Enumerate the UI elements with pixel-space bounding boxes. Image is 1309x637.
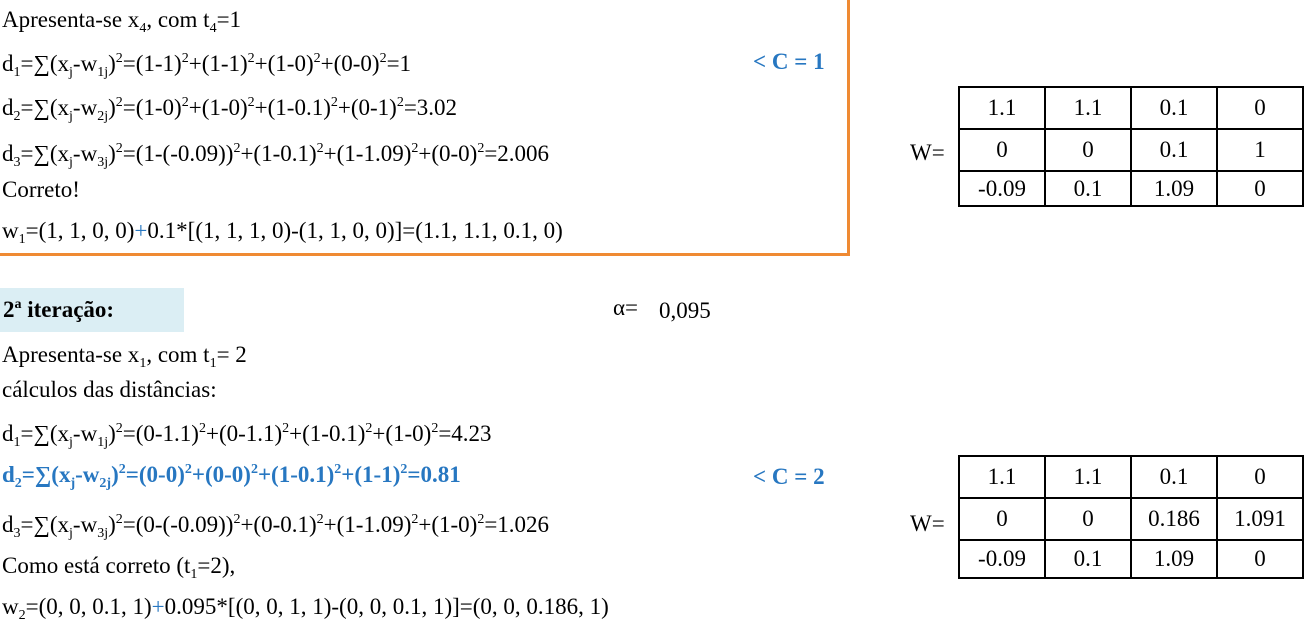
matrix-row: -0.09 0.1 1.09 0 (958, 170, 1304, 207)
matrix-cell: 0.1 (1130, 455, 1218, 499)
matrix-cell: 0.186 (1130, 497, 1218, 541)
matrix-cell: 1.1 (1044, 455, 1132, 499)
weight-matrix-2: 1.1 1.1 0.1 0 0 0 0.186 1.091 -0.09 0.1 … (958, 455, 1304, 579)
matrix-cell: 0 (1216, 455, 1304, 499)
winner-mark-2: < C = 2 (753, 464, 825, 489)
alpha-value: 0,095 (659, 298, 711, 323)
matrix-cell: -0.09 (958, 170, 1046, 207)
matrix-cell: 1.1 (958, 86, 1046, 130)
weight-update-w2: w2=(0, 0, 0.1, 1)+0.095*[(0, 0, 1, 1)-(0… (2, 594, 609, 623)
matrix-cell: 1.091 (1216, 497, 1304, 541)
distance-d2-line-2: d2=∑(xj-w2j)2=(0-0)2+(0-0)2+(1-0.1)2+(1-… (2, 462, 461, 491)
matrix-cell: 0.1 (1130, 128, 1218, 172)
present-x1-line: Apresenta-se x1, com t1= 2 (2, 342, 247, 371)
distance-d1-line-2: d1=∑(xj-w1j)2=(0-1.1)2+(0-1.1)2+(1-0.1)2… (2, 421, 492, 450)
matrix-cell: 0.1 (1044, 539, 1132, 579)
matrix-cell: 0 (1216, 539, 1304, 579)
matrix-2-label: W= (910, 511, 945, 536)
calc-distances-text: cálculos das distâncias: (2, 377, 217, 402)
matrix-cell: 0.1 (1130, 86, 1218, 130)
iteration-2-heading: 2a iteração: (0, 288, 184, 332)
matrix-row: 0 0 0.186 1.091 (958, 497, 1304, 541)
distance-d2-line: d2=∑(xj-w2j)2=(1-0)2+(1-0)2+(1-0.1)2+(0-… (2, 95, 458, 124)
matrix-row: 0 0 0.1 1 (958, 128, 1304, 172)
correct-t1-line: Como está correto (t1=2), (2, 553, 236, 582)
matrix-cell: 0 (1216, 86, 1304, 130)
distance-d3-line-2: d3=∑(xj-w3j)2=(0-(-0.09))2+(0-0.1)2+(1-1… (2, 512, 550, 541)
matrix-row: 1.1 1.1 0.1 0 (958, 455, 1304, 499)
weight-update-w1: w1=(1, 1, 0, 0)+0.1*[(1, 1, 1, 0)-(1, 1,… (2, 218, 563, 247)
matrix-row: 1.1 1.1 0.1 0 (958, 86, 1304, 130)
matrix-cell: 1 (1216, 128, 1304, 172)
matrix-cell: 0 (1044, 128, 1132, 172)
distance-d1-line: d1=∑(xj-w1j)2=(1-1)2+(1-1)2+(1-0)2+(0-0)… (2, 51, 412, 80)
distance-d3-line: d3=∑(xj-w3j)2=(1-(-0.09))2+(1-0.1)2+(1-1… (2, 141, 550, 170)
iteration-1-box (0, 0, 850, 256)
matrix-cell: 0 (958, 497, 1046, 541)
matrix-cell: 1.1 (958, 455, 1046, 499)
matrix-cell: 0 (1216, 170, 1304, 207)
matrix-1-label: W= (910, 140, 945, 165)
present-x4-line: Apresenta-se x4, com t4=1 (2, 7, 242, 36)
matrix-row: -0.09 0.1 1.09 0 (958, 539, 1304, 579)
alpha-label: α= (613, 295, 639, 320)
matrix-cell: 0 (958, 128, 1046, 172)
matrix-cell: 0 (1044, 497, 1132, 541)
weight-matrix-1: 1.1 1.1 0.1 0 0 0 0.1 1 -0.09 0.1 1.09 0 (958, 86, 1304, 207)
matrix-cell: 1.09 (1130, 170, 1218, 207)
correct-text: Correto! (2, 177, 80, 202)
matrix-cell: 1.09 (1130, 539, 1218, 579)
winner-mark-1: < C = 1 (753, 49, 825, 74)
matrix-cell: 0.1 (1044, 170, 1132, 207)
matrix-cell: -0.09 (958, 539, 1046, 579)
matrix-cell: 1.1 (1044, 86, 1132, 130)
